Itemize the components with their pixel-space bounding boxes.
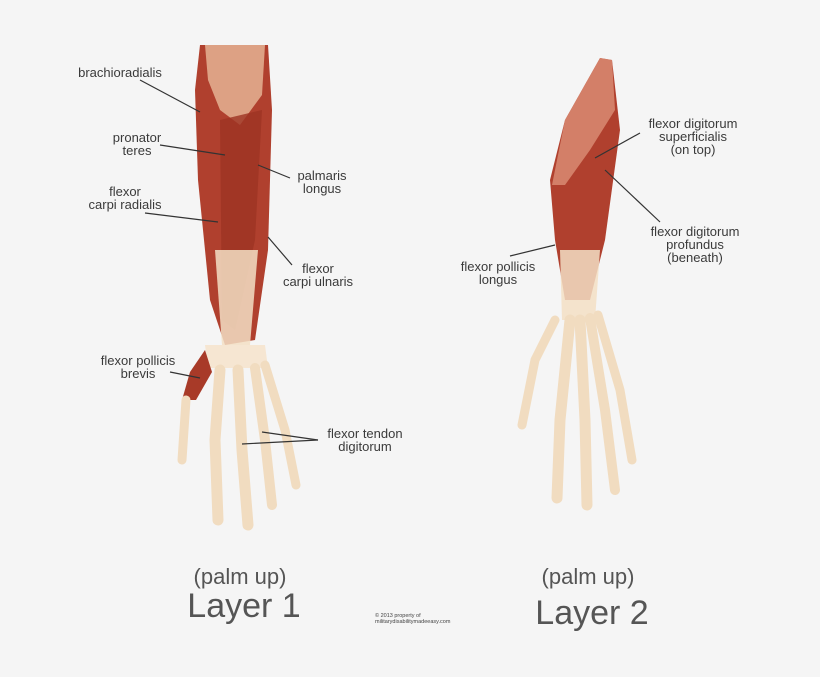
layer1-caption: (palm up) <box>193 564 287 589</box>
label-line: palmaris <box>297 168 347 183</box>
label-brachioradialis: brachioradialis <box>78 65 162 80</box>
layer2-caption: (palm up) <box>541 564 635 589</box>
label-line: pronator <box>112 130 162 145</box>
label-line: flexor pollicis <box>100 353 176 368</box>
leader-lines <box>139 79 661 445</box>
label-line: teres <box>122 143 152 158</box>
label-line: flexor <box>302 261 334 276</box>
copyright-line: © 2013 property of <box>375 613 421 619</box>
label-line: superficialis <box>659 129 727 144</box>
label-line: carpi ulnaris <box>282 274 354 289</box>
label-line: longus <box>478 272 518 287</box>
copyright-line: militarydisabilitymadeeasy.com <box>375 619 451 625</box>
label-line: (beneath) <box>667 250 723 265</box>
label-line: flexor digitorum <box>650 224 740 239</box>
forearm-layer2 <box>550 58 620 320</box>
hand-bones-layer1 <box>177 360 301 531</box>
layer2-title: Layer 2 <box>535 594 649 632</box>
layer1-title: Layer 1 <box>187 587 301 625</box>
hand-bones-layer2 <box>517 310 637 511</box>
label-line: flexor tendon <box>327 426 403 441</box>
label-line: flexor <box>109 184 141 199</box>
label-line: carpi radialis <box>88 197 162 212</box>
label-line: flexor pollicis <box>460 259 536 274</box>
label-line: flexor digitorum <box>648 116 738 131</box>
forearm-layer1 <box>182 45 272 400</box>
label-line: digitorum <box>338 439 392 454</box>
label-line: longus <box>302 181 342 196</box>
label-line: brevis <box>120 366 156 381</box>
label-line: (on top) <box>670 142 716 157</box>
label-line: profundus <box>666 237 724 252</box>
